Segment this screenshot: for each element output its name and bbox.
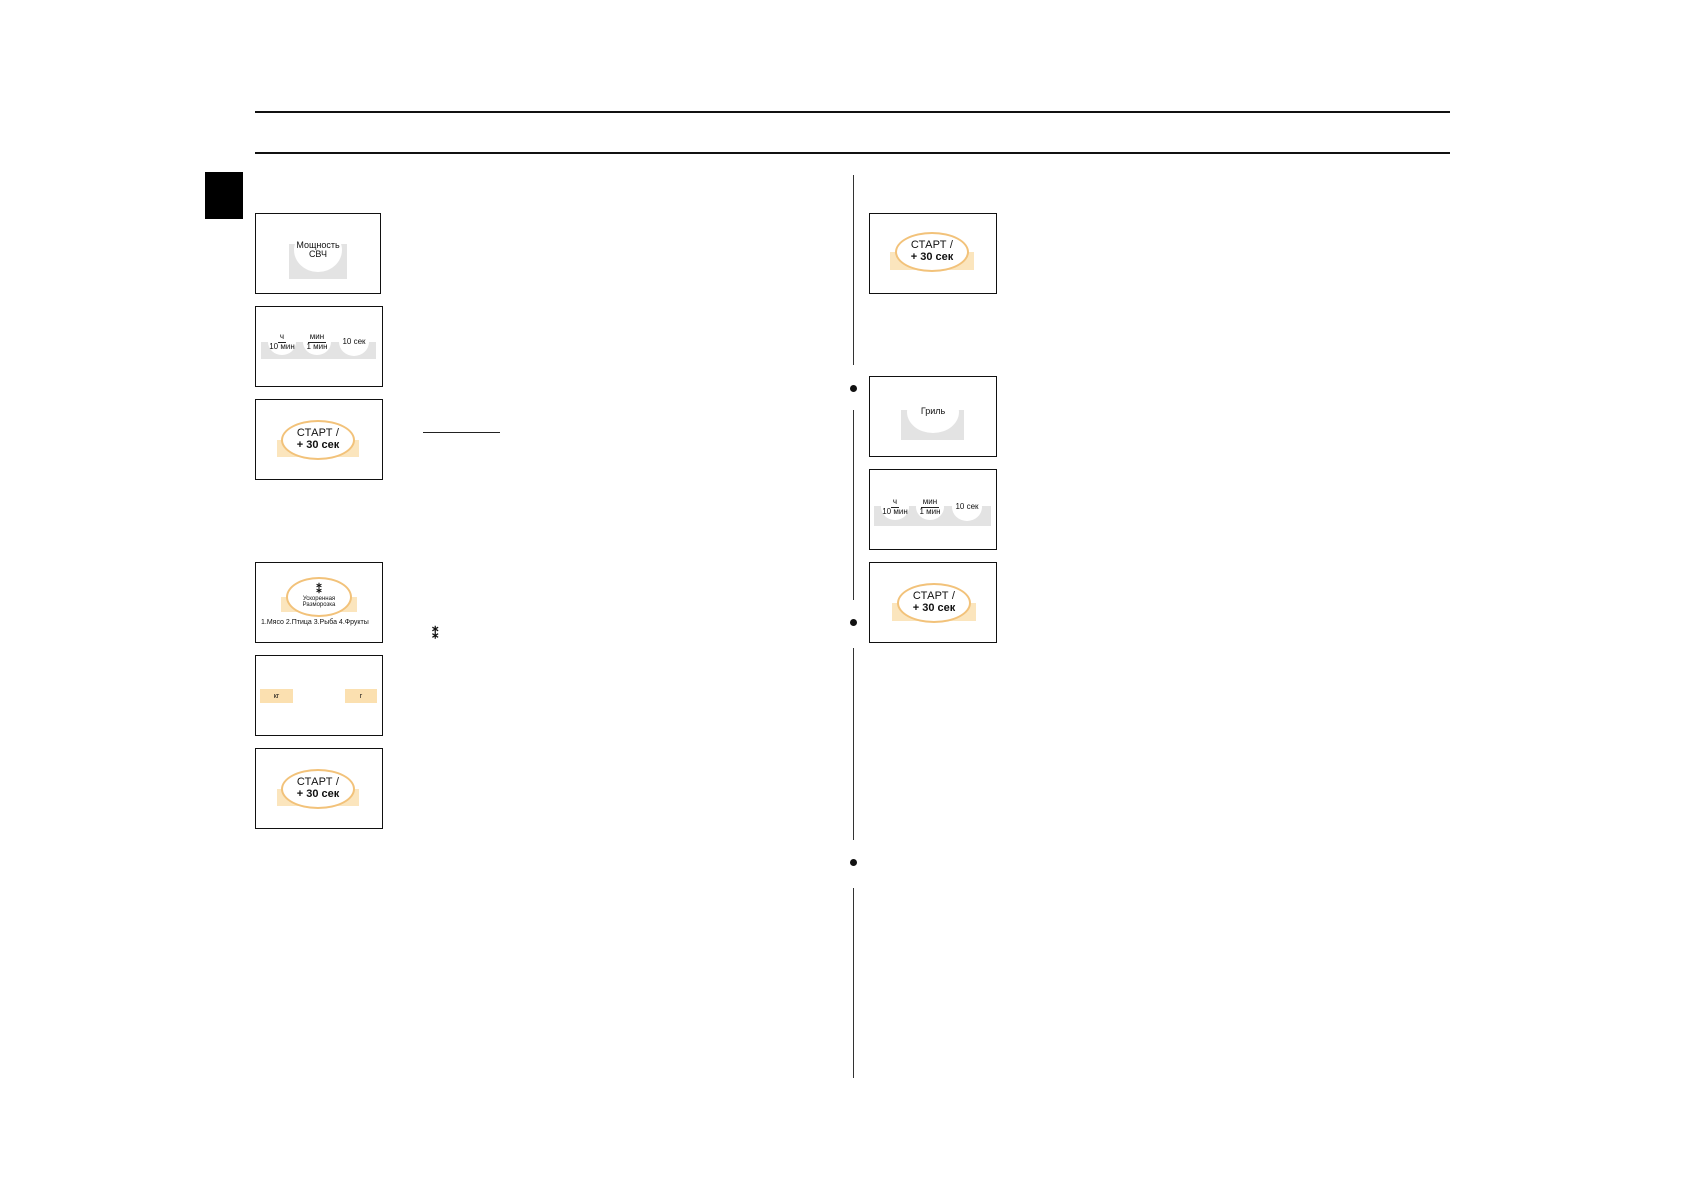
micro-power-panel: Мощность СВЧ [255,213,381,294]
header-rule-bottom [255,152,1450,154]
bullet-dot [850,619,857,626]
start-button[interactable]: СТАРТ / + 30 сек [897,583,971,623]
section-tab-marker [205,172,243,219]
snowflake-icon: ⁑ [316,583,322,596]
ten-second-label: 10 сек [342,336,366,346]
start-button[interactable]: СТАРТ / + 30 сек [281,769,355,809]
snowflake-icon: ⁑ [432,626,438,641]
gram-button[interactable]: г [345,689,377,703]
header-rule-top [255,111,1450,113]
start-panel: СТАРТ / + 30 сек [255,748,383,829]
start-panel: СТАРТ / + 30 сек [869,213,997,294]
defrost-panel: ⁑ Ускоренная Разморозка 1.Мясо 2.Птица 3… [255,562,383,643]
grill-label: Гриль [920,406,946,417]
micro-power-button[interactable]: Мощность СВЧ [294,228,342,272]
hour-bottom-label: 10 мин [882,506,908,516]
defrost-button[interactable]: ⁑ Ускоренная Разморозка [286,577,352,617]
kg-button[interactable]: кг [260,689,293,703]
start-label-1: СТАРТ / [296,776,340,789]
minute-button[interactable]: мин 1 мин [916,494,944,520]
grill-button[interactable]: Гриль [907,391,959,433]
ten-second-button[interactable]: 10 сек [952,493,982,521]
column-divider [853,175,854,365]
start-button[interactable]: СТАРТ / + 30 сек [895,232,969,272]
micro-power-label-1: Мощность [296,239,340,250]
defrost-categories: 1.Мясо 2.Птица 3.Рыба 4.Фрукты [261,619,369,626]
ten-second-button[interactable]: 10 сек [339,328,369,356]
minute-top-label: мин [920,497,940,508]
minute-bottom-label: 1 мин [919,506,941,516]
start-label-2: + 30 сек [912,602,956,614]
column-divider [853,888,854,1078]
column-divider [853,648,854,840]
hour-bottom-label: 10 мин [269,341,295,351]
time-set-panel: ч 10 мин мин 1 мин 10 сек [255,306,383,387]
start-panel: СТАРТ / + 30 сек [869,562,997,643]
column-divider [853,410,854,600]
weight-panel: кг г [255,655,383,736]
defrost-label-1: Ускоренная [302,595,336,602]
underline-mark [423,432,500,433]
start-label-2: + 30 сек [910,251,954,263]
start-label-1: СТАРТ / [912,590,956,603]
hour-button[interactable]: ч 10 мин [268,329,296,355]
hour-top-label: ч [890,497,900,508]
hour-top-label: ч [277,332,287,343]
grill-panel: Гриль [869,376,997,457]
minute-top-label: мин [307,332,327,343]
start-panel: СТАРТ / + 30 сек [255,399,383,480]
micro-power-label-2: СВЧ [308,249,328,259]
time-set-panel: ч 10 мин мин 1 мин 10 сек [869,469,997,550]
bullet-dot [850,385,857,392]
start-button[interactable]: СТАРТ / + 30 сек [281,420,355,460]
start-label-1: СТАРТ / [910,239,954,252]
defrost-label-2: Разморозка [302,601,336,608]
bullet-dot [850,859,857,866]
ten-second-label: 10 сек [955,501,979,511]
start-label-2: + 30 сек [296,439,340,451]
hour-button[interactable]: ч 10 мин [881,494,909,520]
start-label-1: СТАРТ / [296,427,340,440]
minute-bottom-label: 1 мин [306,341,328,351]
start-label-2: + 30 сек [296,788,340,800]
minute-button[interactable]: мин 1 мин [303,329,331,355]
